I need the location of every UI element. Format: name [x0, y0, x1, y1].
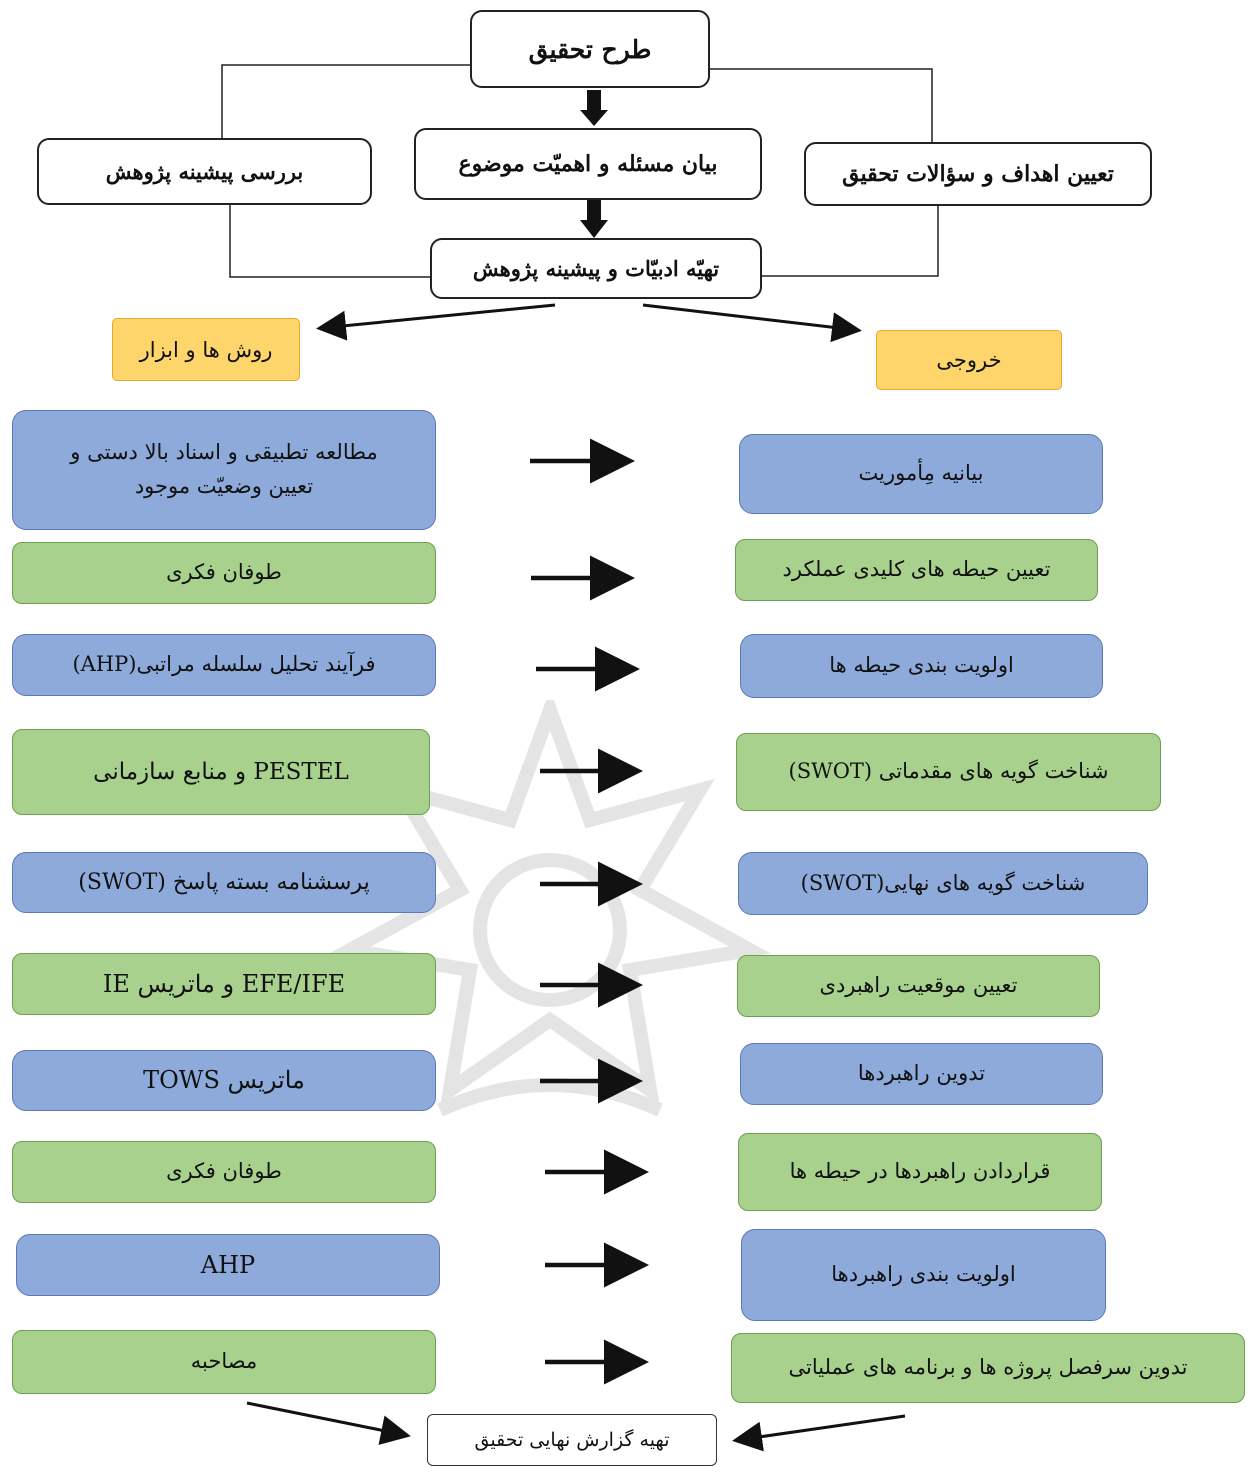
output-strategic-position: تعیین موقعیت راهبردی [737, 955, 1100, 1017]
method-closed-questionnaire: پرسشنامه بسته پاسخ (SWOT) [12, 852, 436, 913]
method-comparative-study: مطالعه تطبیقی و اسناد بالا دستی و تعیین … [12, 410, 436, 530]
output-preliminary-swot: شناخت گویه های مقدماتی (SWOT) [736, 733, 1161, 811]
output-projects-programs: تدوین سرفصل پروژه ها و برنامه های عملیات… [731, 1333, 1245, 1403]
output-final-swot: شناخت گویه های نهایی(SWOT) [738, 852, 1148, 915]
method-brainstorming: طوفان فکری [12, 542, 436, 604]
method-brainstorming-2: طوفان فکری [12, 1141, 436, 1203]
output-prioritize-areas: اولویت بندی حیطه ها [740, 634, 1103, 698]
output-prioritize-strategies: اولویت بندی راهبردها [741, 1229, 1106, 1321]
methods-tools-header: روش ها و ابزار [112, 318, 300, 381]
final-report-box: تهیه گزارش نهایی تحقیق [427, 1414, 717, 1466]
output-header: خروجی [876, 330, 1062, 390]
literature-review-box: بررسی پیشینه پژوهش [37, 138, 372, 205]
output-key-performance-areas: تعیین حیطه های کلیدی عملکرد [735, 539, 1098, 601]
research-design-box: طرح تحقیق [470, 10, 710, 88]
method-pestel: PESTEL و منابع سازمانی [12, 729, 430, 815]
method-efe-ife: EFE/IFE و ماتریس IE [12, 953, 436, 1015]
problem-statement-box: بیان مسئله و اهمیّت موضوع [414, 128, 762, 200]
method-interview: مصاحبه [12, 1330, 436, 1394]
method-tows-matrix: ماتریس TOWS [12, 1050, 436, 1111]
output-strategy-formulation: تدوین راهبردها [740, 1043, 1103, 1105]
method-ahp-process: فرآیند تحلیل سلسله مراتبی(AHP) [12, 634, 436, 696]
goals-questions-box: تعیین اهداف و سؤالات تحقیق [804, 142, 1152, 206]
output-mission-statement: بیانیه مِأموریت [739, 434, 1103, 514]
output-strategies-in-areas: قراردادن راهبردها در حیطه ها [738, 1133, 1102, 1211]
method-ahp: AHP [16, 1234, 440, 1296]
literature-preparation-box: تهیّه ادبیّات و پیشینه پژوهش [430, 238, 762, 299]
